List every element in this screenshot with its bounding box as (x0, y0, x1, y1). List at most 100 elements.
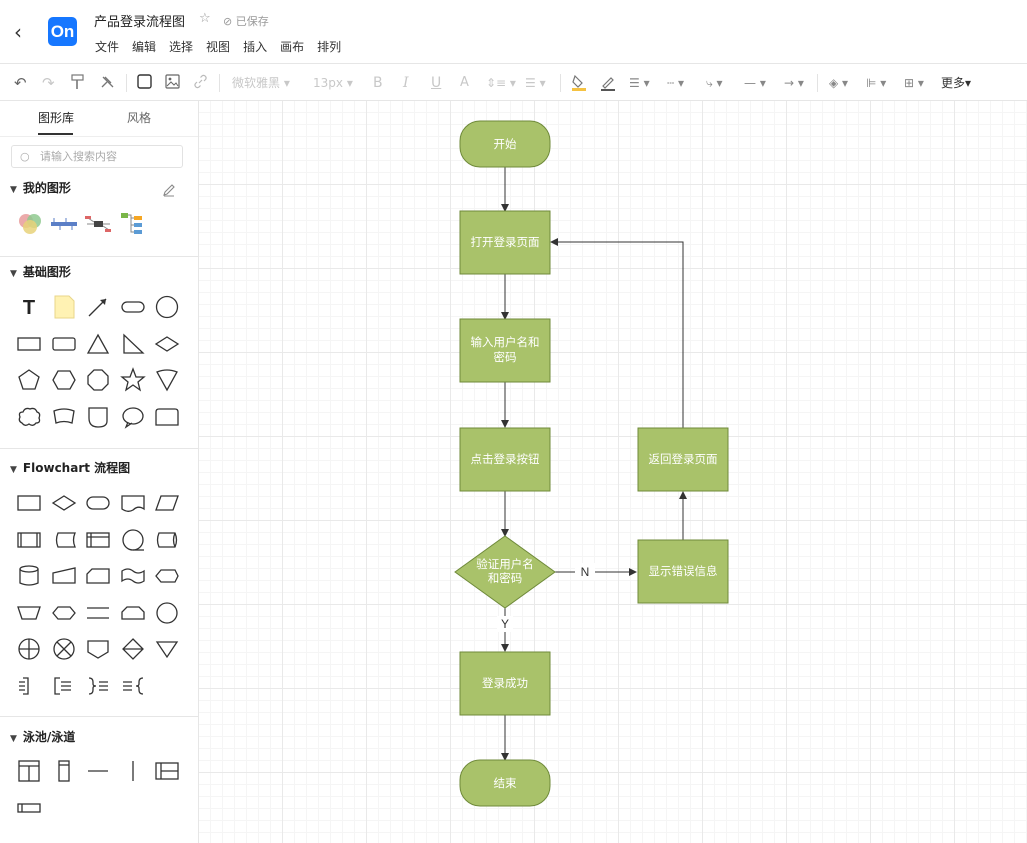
shape-rect[interactable] (15, 330, 43, 358)
shape-lane-v[interactable] (50, 757, 78, 785)
line-color-icon[interactable] (600, 74, 616, 92)
align-icon[interactable]: ⊫ ▾ (866, 76, 887, 90)
shape-display[interactable] (153, 562, 181, 590)
fill-color-icon[interactable] (571, 74, 587, 92)
org-chart-thumbnail[interactable] (118, 210, 146, 238)
shape-direct-data[interactable] (153, 526, 181, 554)
shape-search-input[interactable] (40, 148, 180, 165)
edge-label-yes[interactable]: Y (501, 617, 509, 631)
shape-arrow[interactable] (84, 293, 112, 321)
shape-star[interactable] (119, 366, 147, 394)
shape-separator-v[interactable] (119, 757, 147, 785)
node-verify-decision[interactable] (454, 535, 556, 609)
shape-preparation[interactable] (50, 599, 78, 627)
shape-cloud[interactable] (15, 403, 43, 431)
image-icon[interactable] (165, 74, 180, 92)
shape-tape[interactable] (119, 562, 147, 590)
menu-arrange[interactable]: 排列 (317, 40, 342, 54)
shape-connector[interactable] (153, 599, 181, 627)
line-width-icon[interactable]: ☰ ▾ (629, 76, 650, 90)
node-open-login-page[interactable] (459, 210, 551, 275)
venn-thumbnail[interactable] (16, 210, 44, 238)
link-icon[interactable] (193, 74, 208, 92)
shape-brace-r[interactable] (84, 672, 112, 700)
back-icon[interactable]: ‹ (14, 20, 22, 44)
node-show-error[interactable] (637, 539, 729, 604)
shape-inverted-triangle[interactable] (153, 366, 181, 394)
underline-button[interactable]: U (431, 75, 442, 91)
shape-pool-h[interactable] (153, 757, 181, 785)
font-family-select[interactable]: 微软雅黑 ▾ (232, 76, 290, 90)
section-flowchart[interactable]: ▼Flowchart 流程图 (10, 459, 130, 476)
shape-circle[interactable] (153, 293, 181, 321)
shape-triangle[interactable] (84, 330, 112, 358)
shape-summing[interactable] (50, 635, 78, 663)
format-painter-icon[interactable] (71, 74, 85, 92)
node-end[interactable] (459, 759, 551, 807)
shape-offpage[interactable] (84, 635, 112, 663)
shape-sort[interactable] (119, 635, 147, 663)
shape-data[interactable] (153, 489, 181, 517)
diagram-canvas[interactable]: N Y 开始 打开登录页面 输入用户名和 密码 点击登录按钮 验证用户名 和密码… (199, 101, 1027, 843)
shape-loop-limit[interactable] (119, 599, 147, 627)
shape-lane-h[interactable] (15, 794, 43, 822)
menu-edit[interactable]: 编辑 (132, 40, 157, 54)
shape-banner[interactable] (50, 403, 78, 431)
line-end-icon[interactable]: → ▾ (784, 76, 804, 90)
app-logo[interactable]: On (48, 17, 77, 46)
shape-note[interactable] (50, 293, 78, 321)
section-my-shapes[interactable]: ▼我的图形 (10, 179, 71, 196)
shape-predefined[interactable] (15, 526, 43, 554)
shape-hexagon[interactable] (50, 366, 78, 394)
shape-annotation-r[interactable] (15, 672, 43, 700)
shape-pool-v[interactable] (15, 757, 43, 785)
arrange-icon[interactable]: ⊞ ▾ (904, 76, 924, 90)
document-title[interactable]: 产品登录流程图 (94, 15, 186, 30)
edge-label-no[interactable]: N (581, 565, 590, 579)
shape-document[interactable] (119, 489, 147, 517)
node-click-login-button[interactable] (459, 427, 551, 492)
italic-button[interactable]: I (403, 75, 409, 91)
font-size-select[interactable]: 13px ▾ (313, 76, 353, 90)
connector-loop-back[interactable] (550, 238, 684, 428)
shape-separator-h[interactable] (84, 757, 112, 785)
shape-rounded-rect-2[interactable] (50, 330, 78, 358)
shape-pentagon[interactable] (15, 366, 43, 394)
shape-rounded-rect[interactable] (119, 293, 147, 321)
shape-decision[interactable] (50, 489, 78, 517)
shape-text[interactable]: T (15, 293, 43, 321)
tab-style[interactable]: 风格 (127, 111, 152, 125)
menu-file[interactable]: 文件 (95, 40, 120, 54)
font-color-button[interactable]: A (460, 75, 469, 90)
shape-manual-op[interactable] (15, 599, 43, 627)
shape-terminator[interactable] (84, 489, 112, 517)
shape-card-2[interactable] (84, 562, 112, 590)
shape-sequential[interactable] (119, 526, 147, 554)
clear-format-icon[interactable] (100, 74, 116, 92)
tab-shape-library[interactable]: 图形库 (38, 111, 75, 125)
shape-shield[interactable] (84, 403, 112, 431)
shape-internal-storage[interactable] (84, 526, 112, 554)
layer-icon[interactable]: ◈ ▾ (829, 76, 849, 90)
node-start[interactable] (459, 120, 551, 168)
shape-card[interactable] (153, 403, 181, 431)
shape-brace-l[interactable] (119, 672, 147, 700)
more-button[interactable]: 更多▾ (941, 76, 972, 90)
menu-view[interactable]: 视图 (206, 40, 231, 54)
star-icon[interactable]: ☆ (199, 11, 211, 26)
text-align-icon[interactable]: ☰ ▾ (525, 76, 546, 90)
node-input-credentials[interactable] (459, 318, 551, 383)
line-start-icon[interactable]: — ▾ (744, 76, 766, 90)
shape-database[interactable] (15, 562, 43, 590)
mindmap-thumbnail[interactable] (84, 210, 112, 238)
menu-canvas[interactable]: 画布 (280, 40, 305, 54)
section-basic-shapes[interactable]: ▼基础图形 (10, 263, 71, 280)
shape-manual-input[interactable] (50, 562, 78, 590)
undo-icon[interactable]: ↶ (14, 74, 27, 92)
shape-annotation-l[interactable] (50, 672, 78, 700)
line-height-icon[interactable]: ⇕≡ ▾ (486, 76, 516, 90)
connector-type-icon[interactable]: ⤷ ▾ (706, 76, 723, 90)
shape-parallel[interactable] (84, 599, 112, 627)
node-return-login-page[interactable] (637, 427, 729, 492)
shape-or[interactable] (15, 635, 43, 663)
